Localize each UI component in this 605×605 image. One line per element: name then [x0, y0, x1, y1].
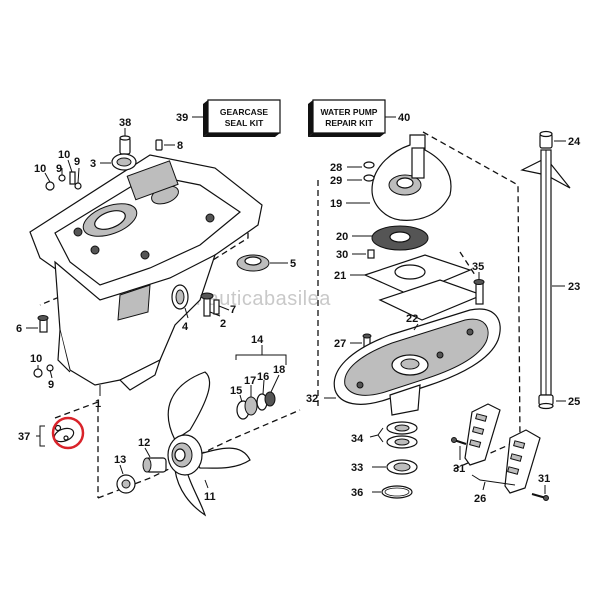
callout-9-c: 9 [48, 379, 54, 391]
part-7-fastener: 7 [213, 299, 236, 316]
part-3-bearing: 3 [90, 153, 137, 171]
part-10-9-lower-fasteners: 10 9 [30, 353, 54, 391]
part-4-seal: 4 [171, 284, 189, 333]
callout-39: 39 [176, 112, 188, 124]
callout-36: 36 [351, 487, 363, 499]
part-24-grommet: 24 [539, 130, 581, 149]
gearcase-housing [29, 154, 263, 391]
callout-24: 24 [568, 136, 581, 148]
callout-37: 37 [18, 431, 30, 443]
callout-20: 20 [336, 231, 348, 243]
callout-22: 22 [406, 313, 418, 325]
part-33-bearing: 33 [351, 459, 418, 475]
part-36-o-ring: 36 [351, 485, 413, 499]
callout-5: 5 [290, 258, 296, 270]
highlight-circle [51, 416, 85, 450]
part-34-seals: 34 [351, 421, 418, 449]
part-10-9-top-fasteners: 10 9 10 9 [34, 149, 82, 191]
part-37-anode: 37 [18, 416, 85, 450]
part-21-plate: 21 [334, 254, 472, 296]
callout-6: 6 [16, 323, 22, 335]
callout-11: 11 [204, 491, 216, 503]
callout-31-b: 31 [538, 473, 550, 485]
part-11-propeller: 11 [167, 371, 251, 517]
callout-4: 4 [182, 321, 189, 333]
callout-9-a: 9 [56, 163, 62, 175]
gearcase-kit-line1: GEARCASE [220, 107, 269, 117]
callout-2: 2 [220, 318, 226, 330]
part-22-32-base-plate: 22 32 [306, 308, 501, 416]
part-31-screw-b: 31 [531, 473, 550, 501]
callout-14: 14 [251, 334, 264, 346]
callout-27: 27 [334, 338, 346, 350]
part-5-slinger: 5 [236, 254, 296, 272]
part-23-driveshaft: 23 [520, 149, 580, 396]
callout-13: 13 [114, 454, 126, 466]
callout-8: 8 [177, 140, 183, 152]
callout-16: 16 [257, 371, 269, 383]
callout-9-b: 9 [74, 156, 80, 168]
part-6-screw: 6 [16, 315, 49, 335]
callout-33: 33 [351, 462, 363, 474]
callout-34: 34 [351, 433, 364, 445]
callout-3: 3 [90, 158, 96, 170]
callout-26: 26 [474, 493, 486, 505]
callout-10-b: 10 [58, 149, 70, 161]
callout-18: 18 [273, 364, 285, 376]
part-8-dowel: 8 [155, 139, 183, 152]
callout-12: 12 [138, 437, 150, 449]
callout-29: 29 [330, 175, 342, 187]
callout-28: 28 [330, 162, 342, 174]
part-25-grommet: 25 [538, 394, 580, 410]
waterpump-kit-line1: WATER PUMP [321, 107, 378, 117]
part-35-screw: 35 [472, 261, 485, 305]
part-26-covers: 26 [464, 403, 541, 505]
callout-10-a: 10 [34, 163, 46, 175]
callout-31-a: 31 [453, 463, 465, 475]
gearcase-kit-line2: SEAL KIT [225, 118, 264, 128]
part-20-impeller: 20 [336, 225, 429, 251]
callout-7: 7 [230, 304, 236, 316]
watermark-text: nauticabasilea [196, 288, 331, 310]
callout-35: 35 [472, 261, 484, 273]
part-19-pump-housing: 19 [330, 134, 452, 221]
part-14-18-bearing-assembly: 14 15 17 16 18 [230, 334, 287, 420]
callout-1: 1 [95, 398, 101, 410]
callout-19: 19 [330, 198, 342, 210]
part-13-nut: 13 [114, 454, 136, 494]
waterpump-kit-line2: REPAIR KIT [325, 118, 373, 128]
part-28-29-nut-washer: 28 29 [330, 161, 375, 187]
callout-15: 15 [230, 385, 242, 397]
callout-25: 25 [568, 396, 580, 408]
water-pump-repair-kit-box: WATER PUMP REPAIR KIT 40 [308, 99, 410, 137]
callout-23: 23 [568, 281, 580, 293]
part-38-pin: 38 [119, 117, 131, 155]
callout-30: 30 [336, 249, 348, 261]
callout-21: 21 [334, 270, 346, 282]
callout-40: 40 [398, 112, 410, 124]
callout-32: 32 [306, 393, 318, 405]
callout-38: 38 [119, 117, 131, 129]
callout-10-c: 10 [30, 353, 42, 365]
part-2-bolt: 2 [200, 292, 226, 330]
gearcase-seal-kit-box: GEARCASE SEAL KIT 39 [176, 99, 281, 137]
callout-17: 17 [244, 375, 256, 387]
part-12-spacer: 12 [138, 437, 167, 473]
callout-1-group: 1 [95, 385, 101, 410]
part-30-key: 30 [336, 249, 375, 261]
part-31-screw-a: 31 [451, 437, 467, 475]
